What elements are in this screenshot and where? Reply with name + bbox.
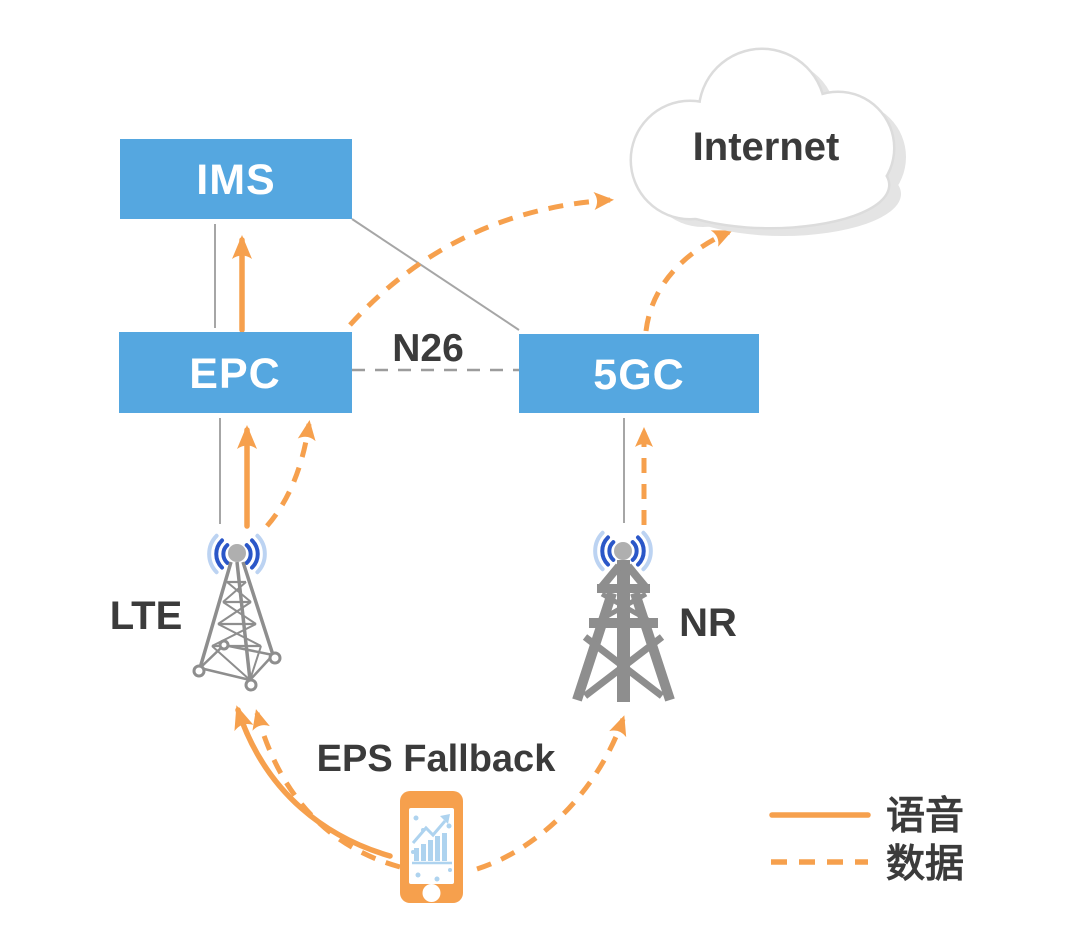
data-arrow-5gc-to-internet [643,229,733,332]
phone-chart-icon [411,814,452,882]
5gc-box [519,334,759,413]
epc-box [119,332,352,413]
data-arrow-ue-to-nr [476,715,627,872]
legend: 语音 数据 [769,795,964,886]
eps-fallback-label: EPS Fallback [317,738,557,780]
ue-phone-node: EPS Fallback [317,738,557,903]
legend-voice-label: 语音 [886,795,964,838]
5gc-node: 5GC [519,334,759,413]
lte-label: LTE [110,594,183,638]
epc-node: EPC [119,332,352,413]
n26-interface-label: N26 [392,327,464,370]
internet-cloud-node: Internet [629,47,906,236]
cloud-icon [629,47,896,230]
link-ims-5gc-line [351,218,520,331]
ims-box [120,139,352,219]
ims-node: IMS [120,139,352,219]
nr-tower-node: NR [572,530,737,702]
lattice-tower-icon [192,544,282,692]
radio-waves-icon [593,530,653,572]
nr-label: NR [679,601,737,645]
antenna-ball [614,542,632,560]
lte-tower-node: LTE [110,533,282,692]
smartphone-icon [400,791,463,903]
flow-arrows [232,192,733,872]
antenna-ball [228,544,246,562]
internet-label: Internet [693,125,840,169]
data-arrow-ue-to-lte [252,709,401,870]
5gc-label: 5GC [593,351,684,399]
data-arrow-lte-to-epc [265,420,316,528]
data-arrow-epc-to-internet [348,192,614,327]
voice-arrow-ue-to-lte [234,705,393,859]
solid-tower-icon [572,542,675,702]
ims-label: IMS [196,156,275,204]
legend-data-label: 数据 [886,843,964,886]
epc-label: EPC [189,350,280,398]
radio-waves-icon [207,533,267,575]
gray-connectors [214,218,625,524]
